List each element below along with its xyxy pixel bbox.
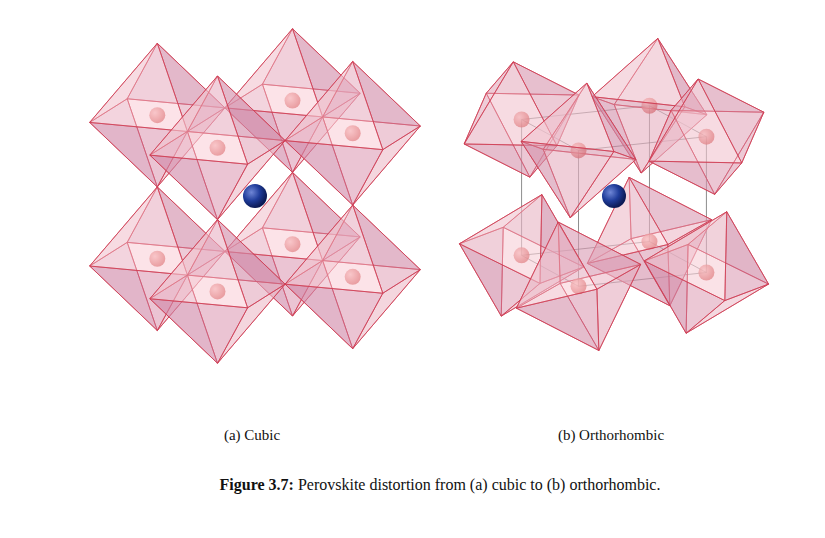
a-site-atom xyxy=(602,184,626,208)
octahedron-face xyxy=(649,161,742,194)
orthorhombic-perovskite xyxy=(459,38,768,350)
octahedron-face xyxy=(644,212,726,301)
octahedron-face xyxy=(285,205,383,293)
panel-label: (a) Cubic xyxy=(224,427,280,443)
octahedron-face xyxy=(459,195,541,284)
caption-box: Figure 3.7: Perovskite distortion from (… xyxy=(220,476,661,494)
octahedron-face xyxy=(90,187,188,275)
octahedron-face xyxy=(90,43,188,131)
a-site-atom xyxy=(243,184,267,208)
octahedron-face xyxy=(521,83,614,151)
octahedron-face xyxy=(285,284,383,349)
octahedron-face xyxy=(285,141,383,206)
octahedron-face xyxy=(150,155,248,220)
octahedron-face xyxy=(285,61,383,149)
cubic-perovskite xyxy=(90,29,421,363)
panel-label-box: (b) Orthorhombic xyxy=(558,426,664,444)
octahedron-face xyxy=(150,76,248,164)
caption-number: Figure 3.7: xyxy=(220,476,294,493)
panel-label: (b) Orthorhombic xyxy=(558,427,664,443)
octahedron-face xyxy=(592,38,685,106)
octahedron-face xyxy=(521,141,614,217)
octahedron-face xyxy=(725,212,769,301)
caption-body: Perovskite distortion from (a) cubic to … xyxy=(294,476,661,493)
octahedron-face xyxy=(649,79,742,163)
octahedron-face xyxy=(150,299,248,364)
panel-label-box: (a) Cubic xyxy=(224,426,280,444)
octahedron-face xyxy=(516,222,597,308)
octahedron-face xyxy=(150,220,248,308)
figure-caption: Figure 3.7: Perovskite distortion from (… xyxy=(220,476,661,493)
